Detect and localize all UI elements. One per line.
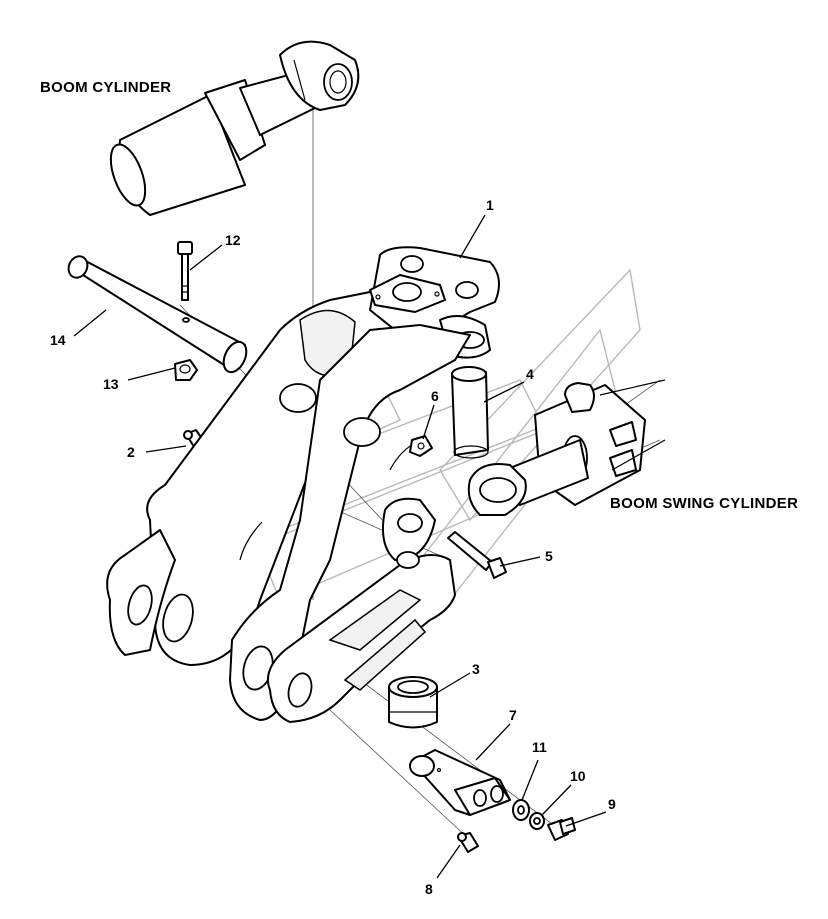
part-5-bolt (447, 531, 507, 579)
part-7-pin (409, 749, 511, 816)
callout-1: 1 (486, 197, 494, 213)
callout-6: 6 (431, 388, 439, 404)
boom-swing-cylinder (467, 379, 666, 516)
callout-14: 14 (50, 332, 66, 348)
boom-cylinder (109, 40, 360, 216)
part-3-bushing (388, 676, 438, 729)
part-6-grease-fitting (409, 435, 433, 457)
callout-3: 3 (472, 661, 480, 677)
callout-5: 5 (545, 548, 553, 564)
part-13-nut (174, 359, 198, 381)
part-1-boom-bracket (106, 246, 500, 723)
boom-cylinder-label: BOOM CYLINDER (40, 79, 171, 96)
callout-7: 7 (509, 707, 517, 723)
leader-lines (73, 214, 607, 879)
part-10-lock-washer (529, 812, 545, 830)
callout-10: 10 (570, 768, 586, 784)
callout-4: 4 (526, 366, 534, 382)
callout-9: 9 (608, 796, 616, 812)
part-11-washer (512, 799, 530, 821)
callout-11: 11 (532, 739, 547, 755)
callout-numbers: 1 2 3 4 5 6 7 8 9 10 11 12 13 14 (50, 197, 616, 897)
part-8-grease-fitting (457, 832, 479, 853)
callout-2: 2 (127, 444, 135, 460)
callout-13: 13 (103, 376, 119, 392)
part-14-pin (67, 255, 248, 374)
callout-8: 8 (425, 881, 433, 897)
part-12-bolt (177, 241, 193, 301)
callout-12: 12 (225, 232, 241, 248)
part-9-bolt (547, 817, 576, 841)
boom-swing-cylinder-label: BOOM SWING CYLINDER (610, 495, 798, 512)
part-4-pin (451, 366, 489, 459)
